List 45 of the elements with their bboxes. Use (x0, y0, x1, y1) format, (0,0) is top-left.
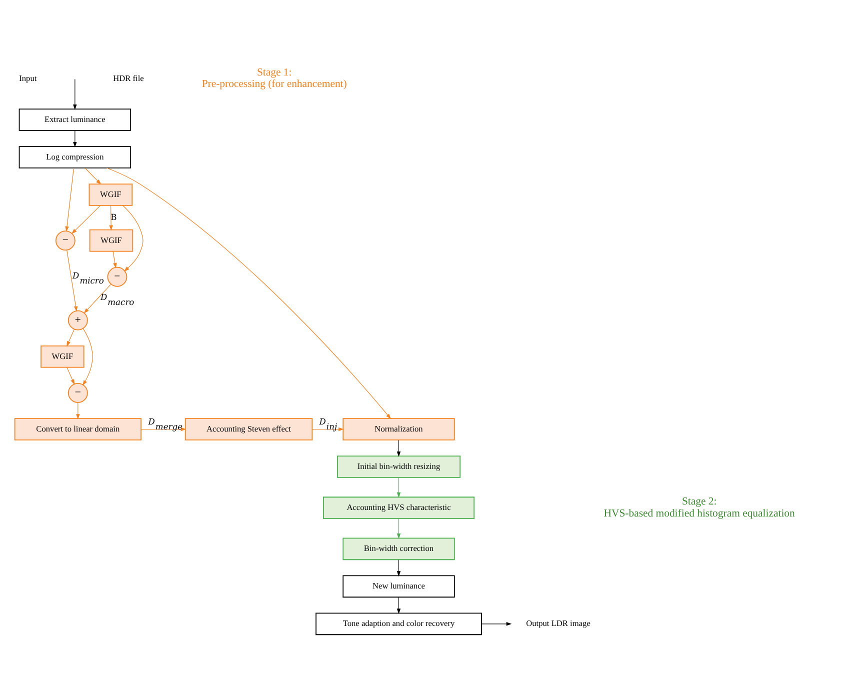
node-text: Output LDR image (526, 619, 590, 628)
node-box: Log compression (18, 146, 132, 168)
arrow (82, 328, 93, 386)
node-box: Normalization (342, 418, 455, 440)
arrow (481, 622, 512, 626)
label: Stage 1: Pre-processing (for enhancement) (202, 66, 347, 90)
node-box: Extract luminance (18, 108, 132, 131)
node-box: Accounting HVS characteristic (323, 496, 474, 519)
node-box: Tone adaption and color recovery (316, 612, 482, 636)
arrow (122, 205, 144, 272)
arrow (396, 560, 401, 576)
node-box: Accounting Steven effect (184, 418, 313, 440)
arrow (65, 168, 74, 232)
arrow (396, 477, 401, 498)
node-box: New luminance (342, 575, 455, 598)
arrow (84, 284, 112, 314)
arrow (84, 168, 102, 185)
label: Stage 2: HVS-based modified histogram equalization (604, 496, 795, 520)
node-box: WGIF (89, 229, 134, 252)
edge-label: B (110, 212, 117, 222)
node-box: Initial bin-width resizing (336, 456, 460, 478)
arrow (73, 130, 77, 148)
arrow (66, 367, 75, 385)
node-circle: + (68, 310, 88, 330)
arrow (106, 168, 391, 420)
arrow (396, 440, 401, 457)
arrow (73, 79, 77, 110)
node-circle: − (55, 230, 76, 251)
arrow (109, 205, 113, 231)
arrow (396, 518, 401, 539)
node-circle: − (107, 266, 128, 287)
node-box: WGIF (88, 184, 133, 206)
arrow (76, 402, 80, 420)
arrow (71, 205, 101, 234)
label: HDR file (113, 74, 144, 83)
arrow (112, 251, 117, 268)
node-box: WGIF (40, 345, 84, 368)
label: Input (19, 74, 37, 83)
arrow (66, 328, 75, 347)
arrow (66, 250, 78, 312)
node-box: Bin-width correction (342, 538, 455, 560)
arrow (396, 597, 401, 614)
arrow (312, 427, 344, 432)
node-box: Convert to linear domain (14, 418, 142, 440)
node-circle: − (68, 382, 88, 403)
